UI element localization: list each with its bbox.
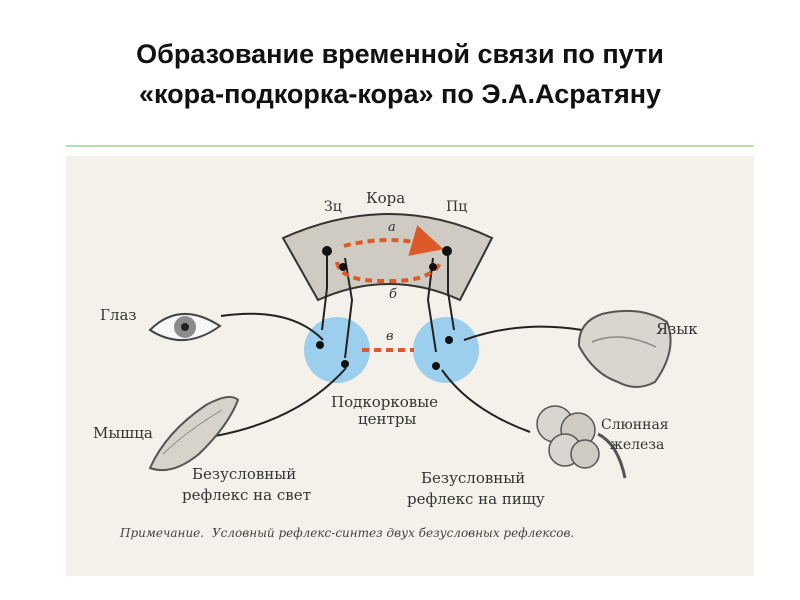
path-b-label: б xyxy=(389,287,397,302)
muscle-label: Мышца xyxy=(93,424,153,442)
zc-label: Зц xyxy=(324,199,342,215)
gland-label-line-1: Слюнная xyxy=(601,417,669,433)
eye-icon xyxy=(148,313,222,342)
title-line-1: Образование временной связи по пути xyxy=(136,39,664,69)
title-divider xyxy=(66,145,754,147)
muscle-icon xyxy=(148,395,240,472)
slide-title: Образование временной связи по пути «кор… xyxy=(0,34,800,114)
gland-label-line-2: железа xyxy=(610,437,664,453)
reflex-food-line-1: Безусловный xyxy=(421,469,525,487)
path-a-label: а xyxy=(388,220,396,235)
conditioned-pathways xyxy=(335,225,444,352)
reflex-food-line-2: рефлекс на пищу xyxy=(407,490,545,508)
subcortex-label-line-1: Подкорковые xyxy=(331,393,438,411)
note-prefix: Примечание. xyxy=(119,526,204,540)
eye-label: Глаз xyxy=(100,306,137,324)
title-line-2: «кора-подкорка-кора» по Э.А.Асратяну xyxy=(138,79,662,109)
neural-pathways xyxy=(214,247,583,437)
subcortex-label-line-2: центры xyxy=(358,410,416,428)
cortex-label: Кора xyxy=(366,189,405,207)
reflex-light-line-1: Безусловный xyxy=(192,465,296,483)
pc-label: Пц xyxy=(446,199,467,215)
tongue-icon xyxy=(577,309,672,388)
subcortex-center-left xyxy=(304,317,370,383)
reflex-light-line-2: рефлекс на свет xyxy=(182,486,311,504)
salivary-gland-icon xyxy=(536,405,627,479)
tongue-label: Язык xyxy=(656,320,698,338)
neuron-nodes xyxy=(316,246,453,370)
subcortex-center-right xyxy=(413,317,479,383)
path-v-label: в xyxy=(386,329,394,344)
note-text: Условный рефлекс-синтез двух безусловных… xyxy=(212,526,574,540)
